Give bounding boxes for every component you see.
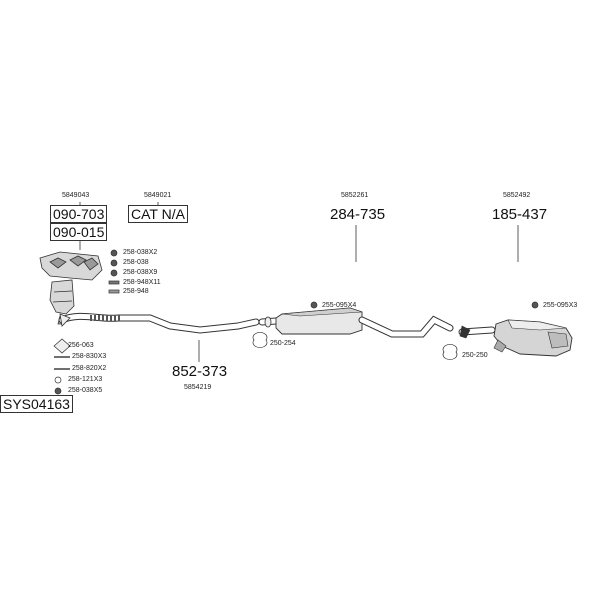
nut-icon: [110, 259, 118, 267]
nut-icon: [110, 269, 118, 277]
front-pipe-code[interactable]: 852-373: [172, 363, 228, 380]
fitting-label[interactable]: 258-948X11: [123, 279, 161, 286]
fitting-label[interactable]: 258-038X9: [123, 269, 158, 276]
gasket-icon: [53, 338, 71, 354]
fitting-label[interactable]: 258-820X2: [72, 365, 107, 372]
ring-label[interactable]: 250-250: [462, 352, 488, 359]
clamp-label[interactable]: 255-095X3: [543, 302, 578, 309]
ring-label[interactable]: 250-254: [270, 340, 296, 347]
rear-code[interactable]: 185-437: [492, 206, 548, 223]
fitting-label[interactable]: 256-063: [68, 342, 94, 349]
fitting-label[interactable]: 258-948: [123, 288, 149, 295]
fitting-label[interactable]: 258-830X3: [72, 353, 107, 360]
clamp-icon: [310, 301, 318, 309]
manifold-icon: [39, 251, 103, 325]
system-code[interactable]: SYS04163: [0, 395, 73, 413]
oem-manifold: 5849043: [62, 192, 90, 199]
cat-code[interactable]: CAT N/A: [128, 205, 188, 223]
clamp-label[interactable]: 255-095X4: [322, 302, 357, 309]
rear-silencer-icon: [458, 319, 573, 357]
fitting-label[interactable]: 258-121X3: [68, 376, 103, 383]
oem-rear: 5852492: [503, 192, 531, 199]
fitting-label[interactable]: 258-038X5: [68, 387, 103, 394]
manifold-code-1[interactable]: 090-703: [50, 205, 108, 223]
nut-icon: [110, 249, 118, 257]
middle-silencer-icon: [258, 307, 454, 338]
stud-icon: [108, 289, 120, 294]
bolt-icon: [108, 280, 120, 285]
ring-icon: [252, 332, 268, 348]
washer-icon: [54, 376, 62, 384]
ring-icon: [442, 344, 458, 360]
oem-middle: 5852261: [341, 192, 369, 199]
fitting-label[interactable]: 258-038X2: [123, 249, 158, 256]
manifold-code-2[interactable]: 090-015: [50, 223, 108, 241]
oem-cat: 5849021: [144, 192, 172, 199]
clamp-icon: [531, 301, 539, 309]
fitting-label[interactable]: 258-038: [123, 259, 149, 266]
nut-icon: [54, 387, 62, 395]
front-pipe-icon: [58, 312, 260, 334]
oem-front-pipe: 5854219: [184, 384, 212, 391]
middle-code[interactable]: 284-735: [330, 206, 386, 223]
